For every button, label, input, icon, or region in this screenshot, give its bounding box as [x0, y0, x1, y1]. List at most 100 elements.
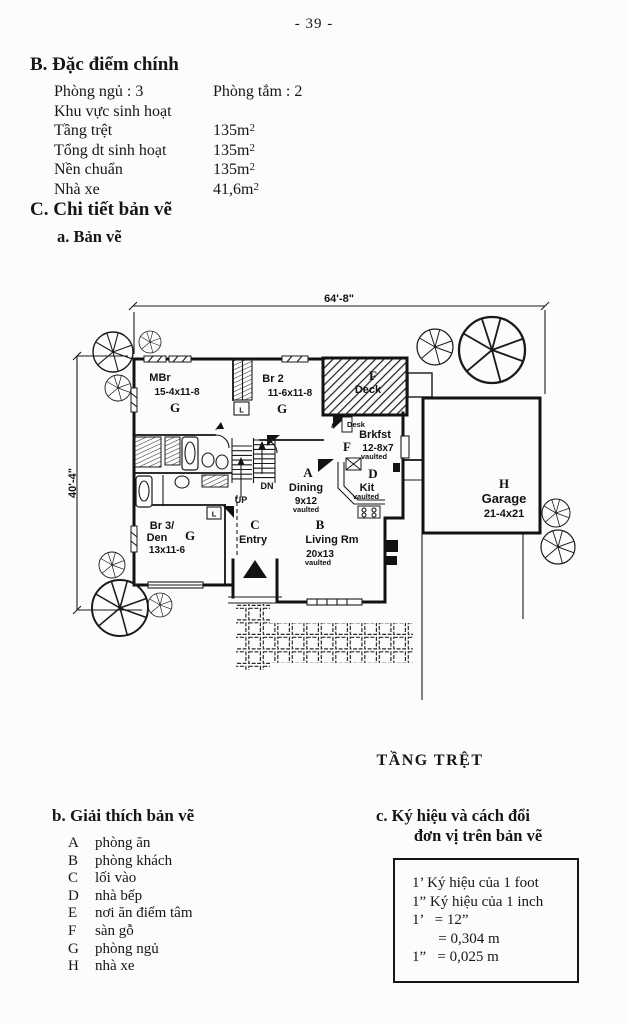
entry-door-marker: [243, 560, 267, 578]
br2-label: Br 2: [262, 373, 283, 385]
spec-value: 41,6m2: [213, 180, 259, 198]
brkfst-bay-window: [400, 435, 410, 459]
living-note: vaulted: [305, 558, 332, 567]
brkfst-note: vaulted: [361, 452, 388, 461]
section-c-heading: C. Chi tiết bản vẽ: [30, 199, 172, 220]
subsection-a-heading: a. Bản vẽ: [57, 227, 122, 246]
patio-tiles: [236, 604, 413, 670]
spec-row: Nền chuẩn 135m2: [54, 160, 434, 180]
dining-size: 9x12: [295, 496, 318, 507]
window: [143, 355, 167, 363]
stove: [357, 505, 381, 519]
spec-baths: Phòng tắm : 2: [213, 83, 303, 100]
deck-label: Deck: [355, 384, 382, 396]
window: [130, 525, 138, 553]
kit-letter: D: [368, 466, 377, 481]
driveway-lines: [421, 533, 524, 700]
spec-list: Phòng ngủ : 3 Phòng tắm : 2 Khu vực sinh…: [54, 82, 434, 199]
window-marks: [130, 355, 410, 606]
living-label: Living Rm: [305, 534, 358, 546]
br2-size: 11-6x11-8: [268, 388, 313, 399]
closet-l-label: L: [239, 406, 244, 415]
garage-label: Garage: [482, 491, 527, 506]
height-dimension-label: 40'-4": [67, 468, 79, 498]
deck-area: [321, 356, 409, 429]
entry-letter: C: [250, 517, 259, 532]
spec-row: Tổng dt sinh hoạt 135m2: [54, 141, 434, 161]
deck-letter: F: [369, 368, 377, 383]
kitchen-fixtures: [337, 457, 385, 519]
spec-value: 135m2: [213, 141, 255, 159]
br2-letter: G: [277, 401, 287, 416]
spec-label: Nhà xe: [54, 180, 100, 198]
kit-label: Kit: [360, 482, 375, 494]
spec-row: Khu vực sinh hoạt: [54, 102, 434, 122]
bathroom-fixtures: [134, 436, 229, 508]
br3-label-1: Br 3/: [150, 520, 174, 532]
conversion-line: 1” Ký hiệu của 1 inch: [412, 893, 544, 910]
legend-heading: b. Giải thích bản vẽ: [52, 806, 195, 825]
br3-size: 13x11-6: [149, 545, 186, 556]
mbr-label: MBr: [149, 372, 171, 384]
floor-caption: TẦNG TRỆT: [376, 752, 484, 769]
units-section: c. Ký hiệu và cách đổi đơn vị trên bản v…: [368, 806, 588, 983]
sink: [215, 454, 229, 470]
mbr-letter: G: [170, 400, 180, 415]
spec-value: 135m2: [213, 161, 255, 178]
conversion-line: = 0,304 m: [412, 930, 500, 947]
living-size: 20x13: [306, 549, 334, 560]
toilet: [201, 452, 215, 468]
width-dimension-label: 64'-8": [324, 293, 354, 305]
floor-plan-drawing: 64'-8" 40'-4": [67, 293, 576, 700]
interior-walls: [133, 358, 400, 586]
page-number: - 39 -: [294, 16, 334, 32]
garage-structure: [402, 372, 542, 535]
units-heading-line2: đơn vị trên bản vẽ: [413, 826, 543, 845]
spec-label: Nền chuẩn: [54, 161, 123, 178]
sliding-door: [147, 581, 204, 589]
dining-letter: A: [303, 465, 313, 480]
spec-value: 135m2: [213, 122, 255, 139]
stairs-up-label: UP: [235, 495, 248, 505]
window: [130, 387, 138, 413]
room-labels: MBr 15-4x11-8 G Br 2 11-6x11-8 G F Deck …: [147, 368, 527, 567]
spec-row: Tầng trệt 135m2: [54, 121, 434, 141]
conversion-line: 1’ = 12”: [412, 912, 469, 928]
dimension-lines: 64'-8" 40'-4": [67, 293, 550, 615]
closet-l-label: L: [212, 510, 217, 519]
brkfst-letter: F: [343, 439, 351, 454]
units-conversion-box: 1’ Ký hiệu của 1 foot 1” Ký hiệu của 1 i…: [393, 858, 579, 983]
desk: [331, 416, 353, 433]
spec-row: Nhà xe 41,6m2: [54, 180, 434, 200]
brkfst-label: Brkfst: [359, 429, 391, 441]
spec-label: Tổng dt sinh hoạt: [54, 141, 167, 159]
window: [281, 355, 309, 363]
desk-label: Desk: [347, 420, 366, 429]
entry-label: Entry: [239, 534, 268, 546]
entry-porch: [243, 560, 267, 578]
stairs-dn-label: DN: [261, 481, 274, 491]
dining-note: vaulted: [293, 505, 320, 514]
garage-letter: H: [499, 476, 509, 491]
conversion-line: 1” = 0,025 m: [412, 949, 499, 965]
brkfst-size: 12-8x7: [362, 443, 394, 454]
units-heading-line1: c. Ký hiệu và cách đổi: [376, 806, 531, 825]
conversion-line: 1’ Ký hiệu của 1 foot: [412, 875, 539, 891]
dining-label: Dining: [289, 482, 323, 494]
mbr-size: 15-4x11-8: [154, 387, 199, 398]
br3-letter: G: [185, 528, 195, 543]
section-b-heading: B. Đặc điểm chính: [30, 54, 179, 75]
living-window: [306, 598, 363, 606]
spec-row-bedrooms-baths: Phòng ngủ : 3 Phòng tắm : 2: [54, 82, 434, 102]
spec-label: Tầng trệt: [54, 122, 113, 139]
